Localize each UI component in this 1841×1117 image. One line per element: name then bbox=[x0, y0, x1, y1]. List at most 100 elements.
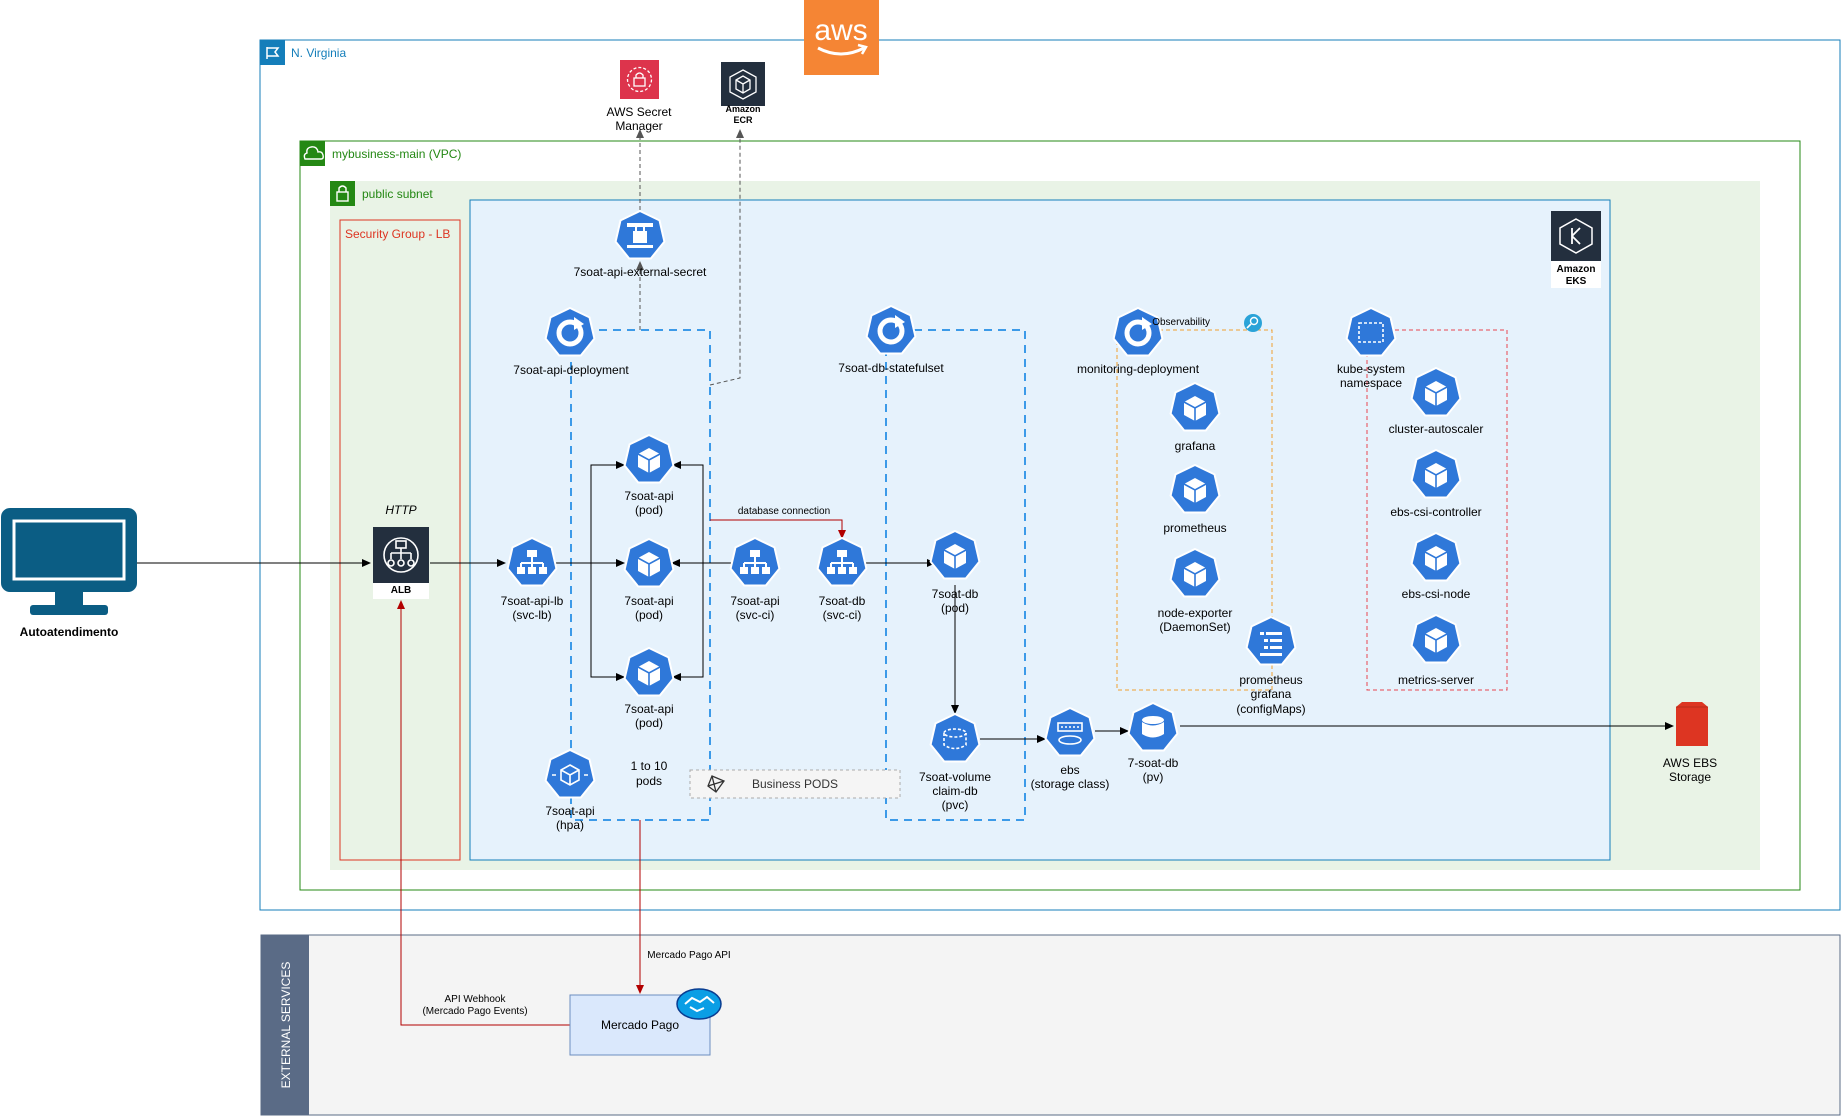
mercado-pago-label: Mercado Pago bbox=[601, 1018, 679, 1032]
scale-label-1: 1 to 10 bbox=[631, 759, 668, 773]
load-balancer-icon bbox=[383, 537, 419, 573]
eks-cluster-area bbox=[469, 199, 1611, 861]
edge-labels: database connection Mercado Pago API API… bbox=[422, 506, 830, 1017]
ebs-csi-controller-label: ebs-csi-controller bbox=[1390, 505, 1481, 519]
subnet-label: public subnet bbox=[362, 187, 433, 201]
external-services-label: EXTERNAL SERVICES bbox=[279, 962, 293, 1089]
grafana-label: grafana bbox=[1175, 439, 1216, 453]
security-group: Security Group - LB bbox=[339, 219, 461, 861]
api-pod-1-label-1: 7soat-api bbox=[624, 489, 673, 503]
db-pvc-label-1: 7soat-volume bbox=[919, 770, 991, 784]
api-pod-3-label-1: 7soat-api bbox=[624, 702, 673, 716]
monitor-icon bbox=[1, 508, 137, 615]
aws-logo-text: aws bbox=[814, 14, 867, 47]
magnifier-icon bbox=[1244, 314, 1262, 332]
secret-manager-label-2: Manager bbox=[615, 119, 662, 133]
external-secret-node: 7soat-api-external-secret bbox=[574, 210, 707, 279]
db-pods-boundary bbox=[885, 329, 1026, 821]
monitoring-deployment-label: monitoring-deployment bbox=[1077, 362, 1200, 376]
ebs-volume-icon bbox=[1676, 702, 1708, 746]
api-pod-2-node: 7soat-api (pod) bbox=[623, 538, 675, 622]
api-deployment-node: 7soat-api-deployment bbox=[513, 307, 629, 377]
external-secret-label: 7soat-api-external-secret bbox=[574, 265, 707, 279]
secret-manager-icon bbox=[626, 66, 653, 93]
edge-db-connection bbox=[710, 519, 846, 539]
db-pvc-label-3: (pvc) bbox=[942, 798, 969, 812]
eks-label-2: EKS bbox=[1566, 276, 1587, 287]
observability-boundary bbox=[1116, 329, 1273, 691]
ecr-node: Amazon ECR bbox=[721, 62, 765, 125]
api-pod-1-node: 7soat-api (pod) bbox=[623, 434, 675, 517]
api-pod-3-label-2: (pod) bbox=[635, 716, 663, 730]
region-label: N. Virginia bbox=[291, 46, 346, 60]
client-node: Autoatendimento bbox=[1, 508, 137, 639]
edge-pods-ecr bbox=[709, 129, 744, 386]
kube-system-namespace-node: kube-system namespace bbox=[1337, 307, 1405, 390]
business-pods-label: Business PODS bbox=[752, 777, 838, 791]
db-svc-label-2: (svc-ci) bbox=[823, 608, 862, 622]
pv-node: 7-soat-db (pv) bbox=[1127, 702, 1179, 784]
alb-label: ALB bbox=[391, 585, 412, 596]
security-group-label: Security Group - LB bbox=[345, 227, 450, 241]
api-hpa-label-2: (hpa) bbox=[556, 818, 584, 832]
kube-system-label-2: namespace bbox=[1340, 376, 1402, 390]
ebs-storage-label-1: AWS EBS bbox=[1663, 756, 1717, 770]
ecr-label-2: ECR bbox=[733, 115, 753, 125]
prometheus-node: prometheus bbox=[1163, 464, 1227, 535]
autoscaler-icon bbox=[552, 764, 588, 786]
edge-svclb-pod3 bbox=[556, 562, 625, 681]
pv-label-2: (pv) bbox=[1143, 770, 1164, 784]
edges bbox=[137, 129, 1674, 1026]
db-pod-label-1: 7soat-db bbox=[932, 587, 979, 601]
api-pod-2-label-2: (pod) bbox=[635, 608, 663, 622]
api-pods-boundary bbox=[570, 329, 711, 821]
ebs-csi-node-label: ebs-csi-node bbox=[1402, 587, 1471, 601]
client-label: Autoatendimento bbox=[20, 625, 119, 639]
api-pod-3-node: 7soat-api (pod) bbox=[623, 647, 675, 730]
webhook-label-1: API Webhook bbox=[445, 994, 507, 1005]
configmaps-label-2: grafana bbox=[1251, 687, 1292, 701]
db-pod-node: 7soat-db (pod) bbox=[929, 530, 981, 615]
alb-node: HTTP ALB bbox=[373, 503, 429, 599]
observability-label: Observability bbox=[1152, 317, 1210, 328]
db-pvc-label-2: claim-db bbox=[932, 784, 978, 798]
kube-system-label-1: kube-system bbox=[1337, 362, 1405, 376]
secret-manager-node: AWS Secret Manager bbox=[607, 60, 673, 133]
storage-class-node: ebs (storage class) bbox=[1031, 707, 1110, 791]
api-svc-lb-node: 7soat-api-lb (svc-lb) bbox=[501, 537, 564, 622]
storage-class-label-2: (storage class) bbox=[1031, 777, 1110, 791]
node-exporter-label-2: (DaemonSet) bbox=[1159, 620, 1230, 634]
ecr-label-1: Amazon bbox=[725, 104, 760, 114]
ebs-storage-node: AWS EBS Storage bbox=[1663, 702, 1717, 784]
kube-system-boundary bbox=[1366, 329, 1508, 691]
cluster-autoscaler-node: cluster-autoscaler bbox=[1389, 367, 1483, 436]
db-connection-label: database connection bbox=[738, 506, 830, 517]
business-pods-box: Business PODS bbox=[689, 769, 901, 799]
mercado-pago-api-label: Mercado Pago API bbox=[647, 950, 730, 961]
pv-label-1: 7-soat-db bbox=[1128, 756, 1179, 770]
eks-label-1: Amazon bbox=[1557, 264, 1596, 275]
secret-icon bbox=[627, 223, 653, 248]
db-statefulset-node: 7soat-db-statefulset bbox=[838, 305, 944, 375]
api-pod-2-label-1: 7soat-api bbox=[624, 594, 673, 608]
edge-webhook-alb bbox=[397, 600, 570, 1026]
ebs-csi-controller-node: ebs-csi-controller bbox=[1390, 449, 1482, 519]
vpc-label: mybusiness-main (VPC) bbox=[332, 147, 461, 161]
secret-manager-label-1: AWS Secret bbox=[607, 105, 673, 119]
storage-class-label-1: ebs bbox=[1060, 763, 1079, 777]
configmaps-label-1: prometheus bbox=[1239, 673, 1302, 687]
api-hpa-node: 7soat-api (hpa) bbox=[544, 749, 596, 832]
api-pod-1-label-2: (pod) bbox=[635, 503, 663, 517]
metrics-server-node: metrics-server bbox=[1398, 614, 1474, 687]
monitoring-deployment-node: monitoring-deployment bbox=[1077, 307, 1200, 376]
scale-note: 1 to 10 pods bbox=[631, 759, 668, 788]
node-exporter-node: node-exporter (DaemonSet) bbox=[1158, 548, 1232, 634]
region-group: N. Virginia bbox=[259, 39, 1841, 911]
handshake-icon bbox=[676, 988, 722, 1020]
webhook-label-2: (Mercado Pago Events) bbox=[422, 1006, 527, 1017]
observability-tag: Observability bbox=[1152, 314, 1262, 332]
mercado-pago-node: Mercado Pago bbox=[569, 988, 722, 1056]
db-pod-label-2: (pod) bbox=[941, 601, 969, 615]
volume-claim-icon bbox=[943, 728, 967, 750]
